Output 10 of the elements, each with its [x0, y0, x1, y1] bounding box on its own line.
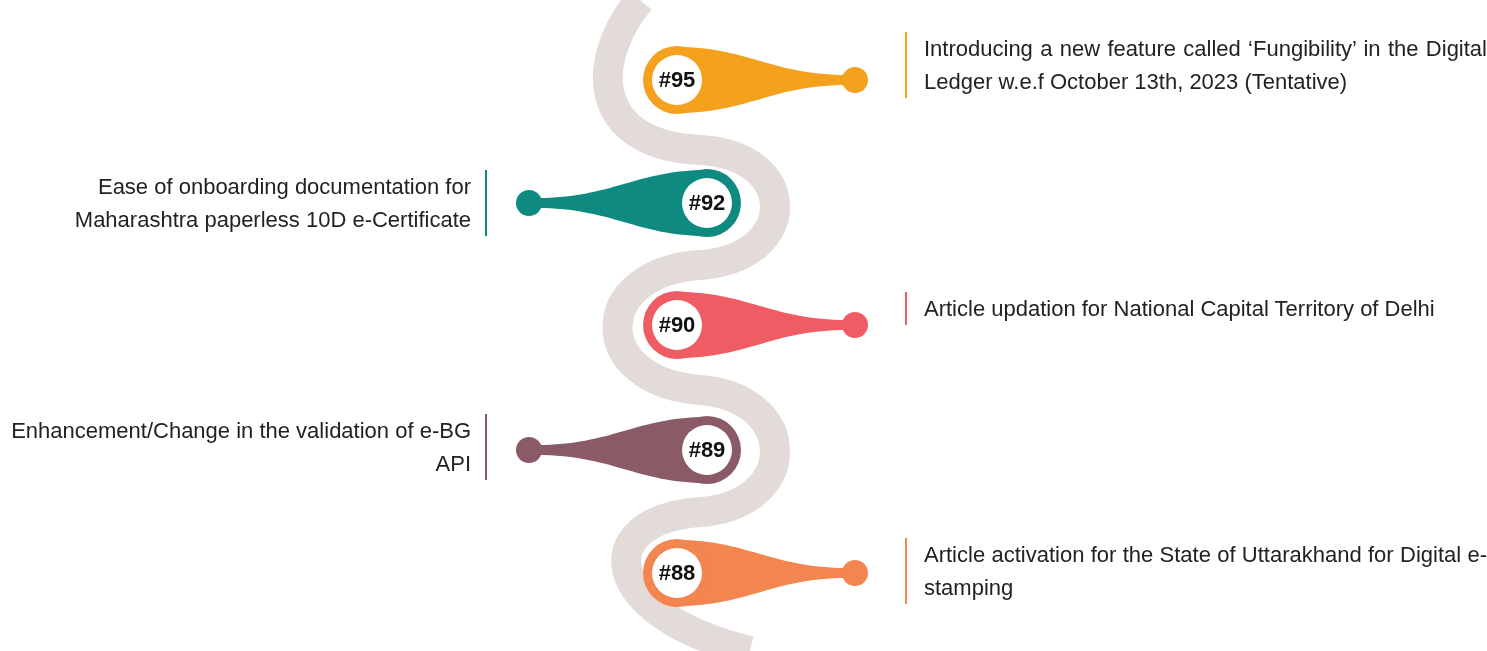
milestone-number: #92 — [687, 189, 727, 217]
milestone-description: Article activation for the State of Uttarakhand for Digital e-stamping — [905, 538, 1487, 604]
milestone-description: Enhancement/Change in the validation of e-BG API — [1, 414, 487, 480]
milestone-number: #88 — [657, 559, 697, 587]
milestone-number: #95 — [657, 66, 697, 94]
milestone-description: Article updation for National Capital Territory of Delhi — [905, 292, 1487, 325]
milestone-description: Ease of onboarding documentation for Maharashtra paperless 10D e-Certificate — [1, 170, 487, 236]
milestone-number: #89 — [687, 436, 727, 464]
milestone-number: #90 — [657, 311, 697, 339]
milestone-description: Introducing a new feature called ‘Fungibility’ in the Digital Ledger w.e.f October 13th, 2023 (Tentative) — [905, 32, 1487, 98]
